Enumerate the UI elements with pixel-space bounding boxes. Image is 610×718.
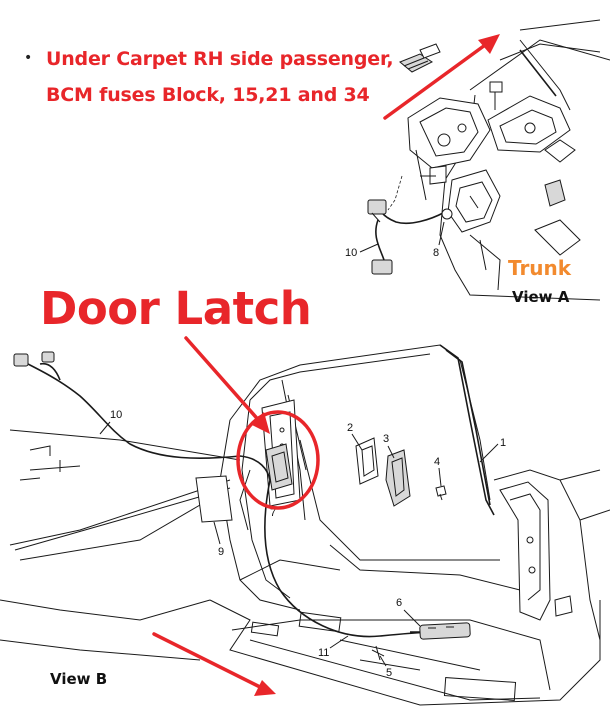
- view-b-label: View B: [50, 670, 108, 688]
- door-latch-title: Door Latch: [40, 282, 312, 335]
- callout-10-view-b: 10: [110, 409, 122, 421]
- callout-10-view-a: 10: [345, 247, 357, 259]
- callout-7: 7: [270, 507, 276, 519]
- callout-6: 6: [396, 597, 402, 609]
- annotation-line-2: BCM fuses Block, 15,21 and 34: [46, 84, 370, 106]
- arrow-door-latch: [184, 336, 270, 434]
- trunk-label: Trunk: [508, 256, 572, 280]
- callout-4: 4: [434, 456, 440, 468]
- callout-8: 8: [433, 247, 439, 259]
- callout-3: 3: [383, 433, 389, 445]
- view-a-illustration: [367, 19, 610, 301]
- callout-1: 1: [500, 437, 506, 449]
- callout-9: 9: [218, 546, 224, 558]
- arrow-view-a: [383, 34, 500, 120]
- door-latch-highlight-circle: [236, 410, 320, 510]
- arrow-view-b: [152, 632, 276, 696]
- callout-11: 11: [318, 647, 329, 659]
- callout-5: 5: [386, 667, 392, 679]
- annotation-bullet: •: [24, 50, 33, 66]
- view-a-label: View A: [512, 288, 570, 306]
- connector-icon: [399, 43, 441, 73]
- callout-2: 2: [347, 422, 353, 434]
- annotation-line-1: Under Carpet RH side passenger,: [46, 48, 394, 70]
- view-b-illustration: [0, 344, 610, 706]
